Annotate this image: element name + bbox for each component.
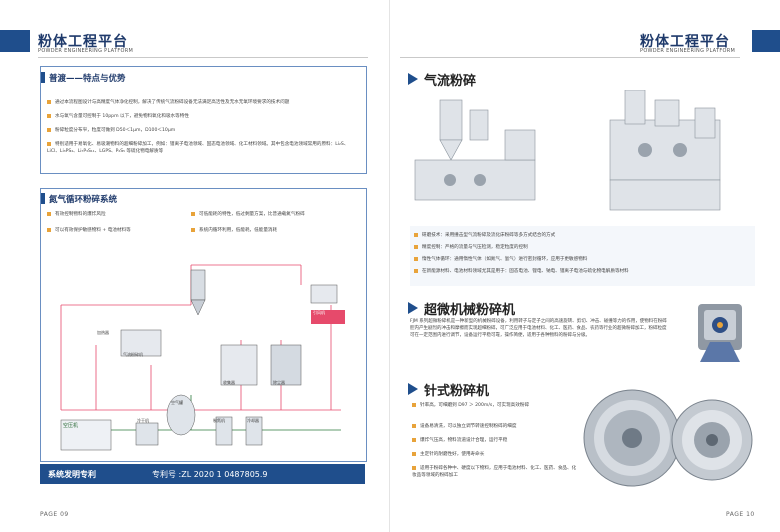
jet-feature-item: 惰性气体循环：通用惰性气体（如氮气、氩气）进行密封循环，应用于更敏感物料 bbox=[414, 256, 752, 263]
feature-item: 水与氧气含量可控制于 10ppm 以下，避免物料氧化和吸水等特性 bbox=[47, 113, 359, 120]
header-subtitle: POWDER ENGINEERING PLATFORM bbox=[38, 48, 134, 54]
header-title: 粉体工程平台 bbox=[38, 34, 128, 50]
nitrogen-feature-item: 可低能耗的特性，低过剩量方案，比普通载氮气粉碎 bbox=[191, 211, 361, 218]
ultra-mill-image bbox=[698, 304, 742, 362]
page-number-left: PAGE 09 bbox=[40, 511, 69, 518]
label-filter: 除尘器 bbox=[273, 380, 285, 385]
bullet-icon bbox=[412, 402, 416, 407]
bullet-icon bbox=[412, 465, 416, 470]
jet-mill-title: 气流粉碎 bbox=[424, 74, 477, 89]
pin-feature-item: 设备易清洗，可以独立调节转速控制粉碎的细度 bbox=[412, 423, 580, 430]
features-box: 普渡——特点与优势 通过本流程图设计与高精度气体净化控制，解决了传统气流粉碎设备… bbox=[40, 66, 367, 174]
patent-label: 系统发明专利 bbox=[48, 470, 96, 479]
label-nitrogen: 制氮机 bbox=[213, 418, 225, 423]
pin-mill-image bbox=[583, 389, 753, 487]
nitrogen-feature-item: 有效控制物料的爆炸风险 bbox=[47, 211, 192, 218]
bullet-icon bbox=[191, 211, 195, 216]
bullet-icon bbox=[47, 99, 51, 104]
label-compressor: 空压机 bbox=[63, 423, 79, 429]
bullet-icon bbox=[47, 113, 51, 118]
bullet-icon bbox=[47, 211, 51, 216]
header-accent-bar bbox=[0, 30, 30, 52]
air-tank-shape bbox=[166, 394, 196, 436]
bullet-icon bbox=[414, 244, 418, 249]
pin-feature-item: 主定针的耐磨性好，使用寿命长 bbox=[412, 451, 580, 458]
process-flow-diagram bbox=[60, 264, 345, 451]
feature-item: 通过本流程图设计与高精度气体净化控制，解决了传统气流粉碎设备无法满足高活性及无水… bbox=[47, 99, 359, 106]
right-page: 粉体工程平台 POWDER ENGINEERING PLATFORM 气流粉碎 … bbox=[390, 0, 780, 532]
jet-mill-shape bbox=[120, 329, 162, 357]
bullet-icon bbox=[414, 232, 418, 237]
bullet-icon bbox=[47, 227, 51, 232]
filter-shape bbox=[270, 344, 302, 386]
bullet-icon bbox=[414, 268, 418, 273]
section-arrow-icon bbox=[408, 383, 418, 395]
patent-banner: 系统发明专利 专利号 :ZL 2020 1 0487805.9 bbox=[40, 464, 365, 484]
label-dryer: 冷干机 bbox=[137, 418, 149, 423]
jet-feature-item: 研磨技术：采用撞击型气流粉碎及流化床粉碎等多方式结合的方式 bbox=[414, 232, 752, 239]
left-page: 粉体工程平台 POWDER ENGINEERING PLATFORM 普渡——特… bbox=[0, 30, 368, 518]
section-arrow-icon bbox=[408, 302, 418, 314]
cyclone-shape bbox=[190, 269, 206, 301]
label-fan: 引风机 bbox=[313, 310, 325, 315]
label-cooler: 冷却器 bbox=[247, 418, 259, 423]
label-jet-mill: 气流粉碎机 bbox=[123, 352, 143, 357]
nitrogen-system-box: 氮气循环粉碎系统 有效控制物料的爆炸风险 可低能耗的特性，低过剩量方案，比普通载… bbox=[40, 188, 367, 462]
collector-shape bbox=[220, 344, 258, 386]
header-accent-bar-right bbox=[752, 30, 780, 52]
header-title-right: 粉体工程平台 bbox=[640, 34, 730, 50]
ultra-mill-title: 超微机械粉碎机 bbox=[424, 303, 516, 318]
bullet-icon bbox=[47, 141, 51, 146]
jet-feature-item: 在新能源材料、电池材料领域尤其是用于：固态电池、锂电、钠电、锂离子电池与硫化物电… bbox=[414, 268, 752, 275]
section-arrow-icon bbox=[408, 73, 418, 85]
label-heater: 加热器 bbox=[97, 330, 109, 335]
bullet-icon bbox=[414, 256, 418, 261]
page-number-right: PAGE 10 bbox=[726, 511, 755, 518]
features-title: 普渡——特点与优势 bbox=[49, 74, 126, 84]
bullet-icon bbox=[412, 437, 416, 442]
nitrogen-feature-item: 可以有效保护敏感物料 + 电池材料等 bbox=[47, 227, 192, 234]
feature-item: 特别适用于易氧化、易吸潮物料的超细粉碎加工，例如：锂离子电池领域、固态电池领域、… bbox=[47, 141, 349, 154]
nitrogen-feature-item: 系统内循环利用，低能耗，低能量消耗 bbox=[191, 227, 361, 234]
pin-feature-item: 爆炸气压高，物料流道设计合理，运行平稳 bbox=[412, 437, 580, 444]
jet-features-box: 研磨技术：采用撞击型气流粉碎及流化床粉碎等多方式结合的方式 精度控制：严格的流量… bbox=[410, 226, 755, 286]
patent-number: 专利号 :ZL 2020 1 0487805.9 bbox=[152, 470, 268, 479]
header-divider-right bbox=[400, 57, 740, 58]
section-marker bbox=[41, 72, 45, 83]
label-collector: 收集器 bbox=[223, 380, 235, 385]
bullet-icon bbox=[412, 451, 416, 456]
bullet-icon bbox=[191, 227, 195, 232]
feature-item: 粉碎粒度分布窄，粒度可做到 D50＜1μm，D100＜10μm bbox=[47, 127, 359, 134]
bullet-icon bbox=[412, 423, 416, 428]
pin-feature-item: 适用于粉碎各种中、硬度以下物料，应用于电池材料、化工、医药、食品、化妆品等领域的… bbox=[412, 465, 577, 478]
jet-mill-equipment-image bbox=[414, 90, 721, 211]
compressor-shape bbox=[60, 419, 112, 451]
section-marker bbox=[41, 193, 45, 204]
label-tank: 空气罐 bbox=[171, 400, 183, 405]
jet-feature-item: 精度控制：严格的流量与气压检测，稳定粒度的控制 bbox=[414, 244, 752, 251]
ultra-mill-description: FJM 系列超微粉碎机是一种新型的机械粉碎设备，利用转子与定子之间的高速旋转、剪… bbox=[410, 319, 667, 338]
header-subtitle-right: POWDER ENGINEERING PLATFORM bbox=[640, 48, 736, 54]
header-divider bbox=[38, 57, 368, 58]
pin-feature-item: 针率高，可细磨到 D97 ＞ 200m/s，可实现高效粉碎 bbox=[412, 402, 580, 409]
pin-mill-title: 针式粉碎机 bbox=[424, 384, 490, 399]
bullet-icon bbox=[47, 127, 51, 132]
nitrogen-title: 氮气循环粉碎系统 bbox=[49, 195, 118, 205]
